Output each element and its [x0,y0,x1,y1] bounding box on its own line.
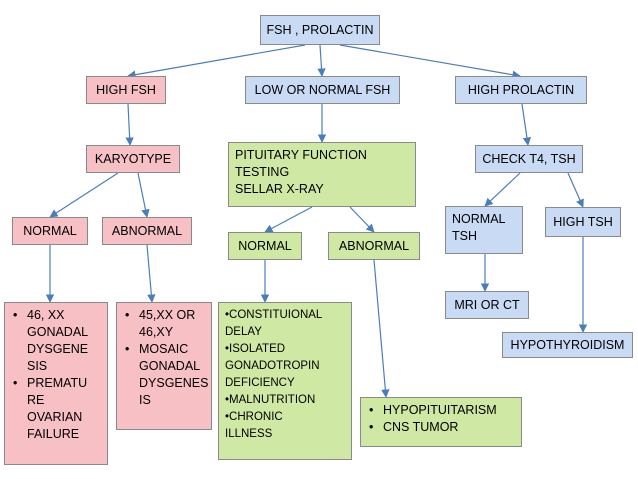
list-item: MOSAIC GONADAL DYSGENES IS [123,341,208,409]
list-item: CNS TUMOR [367,419,515,436]
list-item: PREMATU RE OVARIAN FAILURE [11,375,101,443]
node-high-fsh: HIGH FSH [86,76,166,104]
list-item: 45,XX OR 46,XY [123,307,205,341]
arrow-root-to-high-prolactin [339,44,521,79]
node-list-46xx: 46, XX GONADAL DYSGENE SIS PREMATU RE OV… [4,302,108,465]
node-pituitary-testing: PITUITARY FUNCTION TESTING SELLAR X-RAY [228,142,416,207]
arrow-check-to-high-tsh [567,172,584,208]
node-normal-tsh: NORMAL TSH [445,206,523,254]
arrow-pit-abnormal-to-hypopit [373,259,390,398]
arrow-karyotype-to-abnormal [137,172,150,218]
node-mri-or-ct: MRI OR CT [445,291,529,319]
arrow-high-fsh-to-karyotype [125,103,134,146]
list-item: HYPOPITUITARISM [367,402,515,419]
arrow-root-to-high-fsh [127,44,306,79]
arrow-karyotype-to-normal [49,172,119,218]
node-karyotype-abnormal: ABNORMAL [102,217,192,245]
node-karyotype-normal: NORMAL [12,217,88,245]
node-pituitary-abnormal: ABNORMAL [328,232,420,260]
node-high-prolactin: HIGH PROLACTIN [455,76,587,104]
node-karyotype: KARYOTYPE [86,145,180,173]
node-list-hypopituitarism: HYPOPITUITARISM CNS TUMOR [360,397,522,447]
arrow-root-to-low-normal-fsh [317,44,326,77]
node-list-45xx: 45,XX OR 46,XY MOSAIC GONADAL DYSGENES I… [116,302,212,430]
node-pituitary-normal: NORMAL [228,232,302,260]
node-list-constitutional: •CONSTITUIONAL DELAY •ISOLATED GONADOTRO… [218,302,352,460]
arrow-check-to-normal-tsh [484,172,521,207]
arrow-pituitary-to-abnormal [349,206,375,233]
node-fsh-prolactin: FSH , PROLACTIN [260,15,380,45]
node-low-normal-fsh: LOW OR NORMAL FSH [245,76,400,104]
node-check-t4-tsh: CHECK T4, TSH [475,145,583,173]
arrow-high-prolactin-to-check [521,103,532,146]
list-item: 46, XX GONADAL DYSGENE SIS [11,307,101,375]
arrow-pituitary-to-normal [264,206,313,233]
node-hypothyroidism: HYPOTHYROIDISM [502,332,633,358]
arrow-abnormal-to-list-45xx [146,244,156,303]
node-high-tsh: HIGH TSH [545,207,621,237]
